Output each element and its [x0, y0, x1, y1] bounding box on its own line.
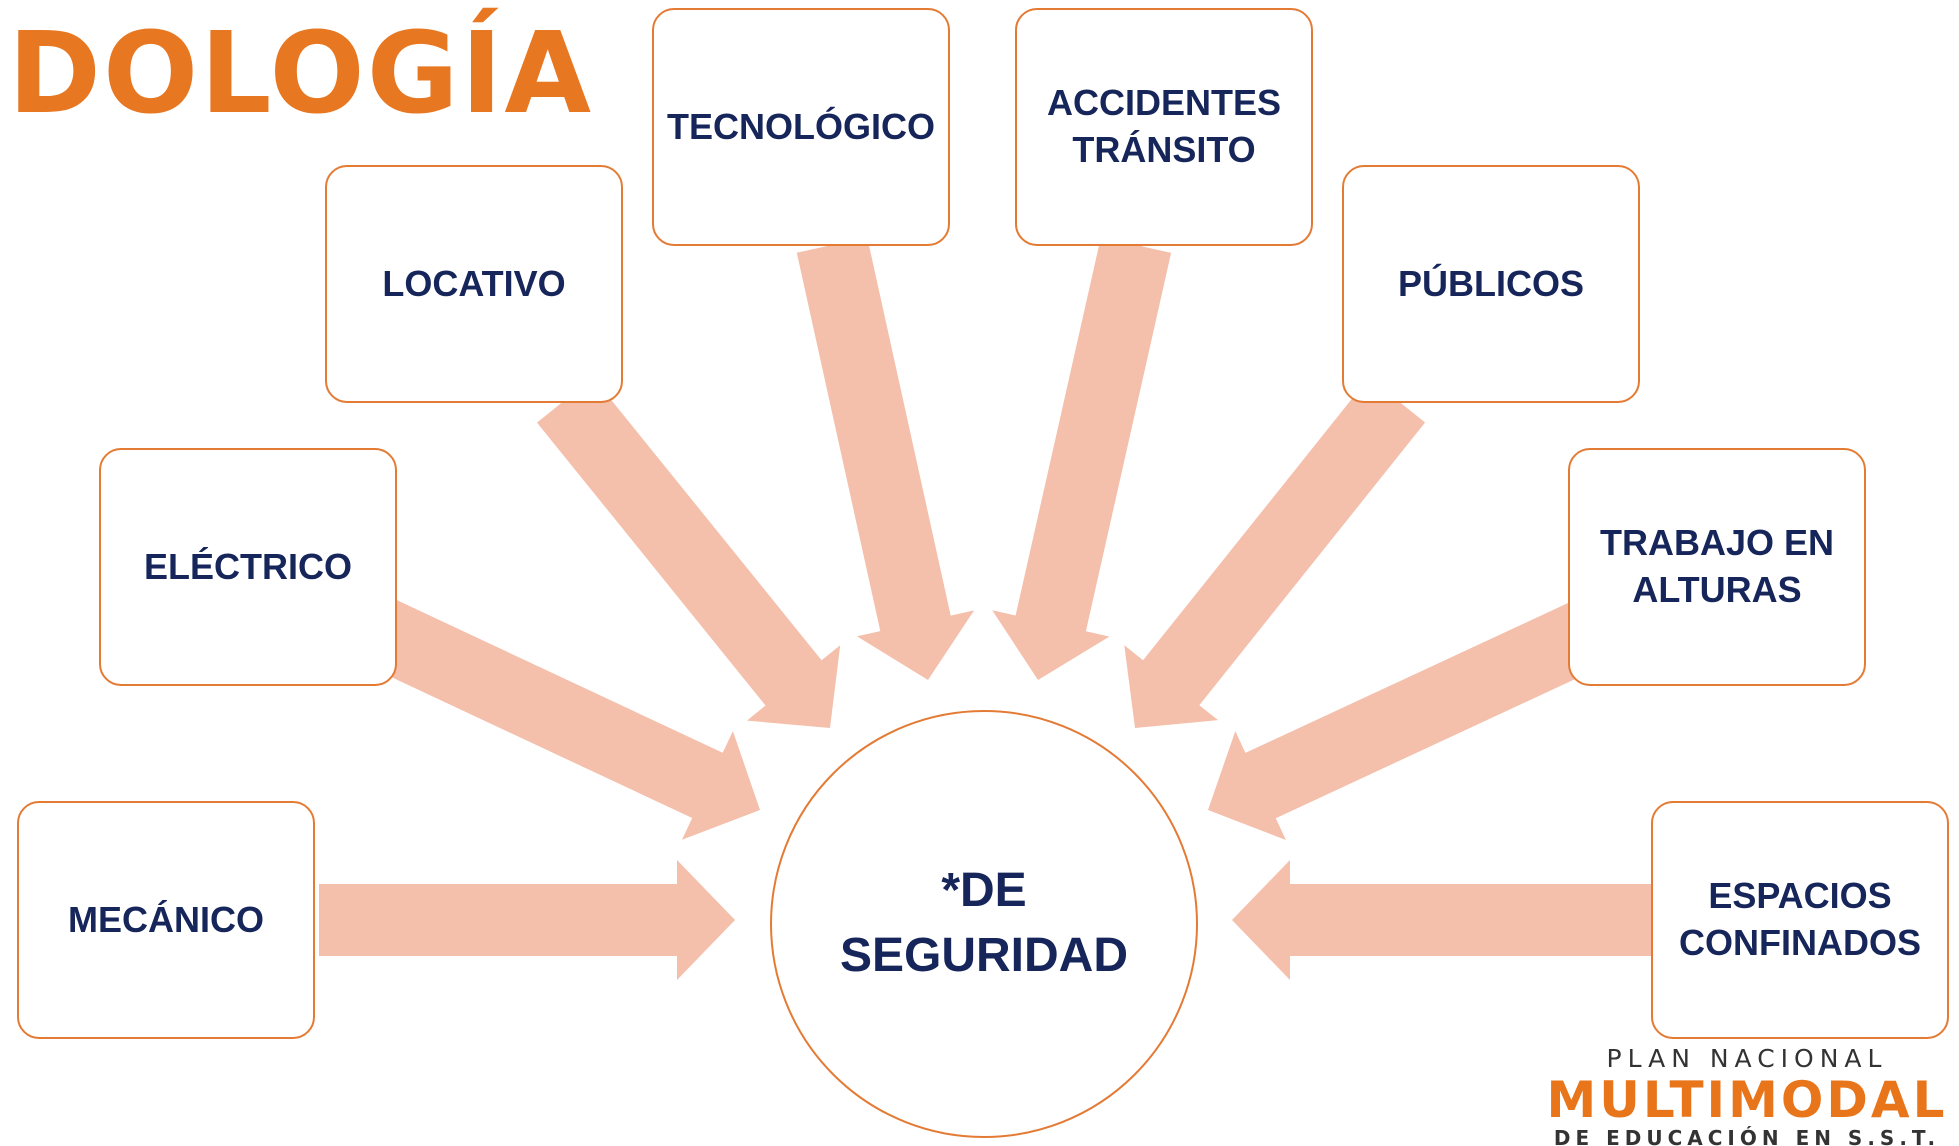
- arrow-locativo: [537, 377, 841, 728]
- box-label-espacios-confinados: ESPACIOS CONFINADOS: [1679, 875, 1921, 963]
- box-label-tecnologico: TECNOLÓGICO: [667, 105, 935, 147]
- logo-top-text: PLAN NACIONAL: [1606, 1044, 1888, 1073]
- box-locativo: LOCATIVO: [325, 165, 623, 403]
- center-circle: *DE SEGURIDAD: [770, 710, 1198, 1138]
- box-espacios-confinados: ESPACIOS CONFINADOS: [1651, 801, 1949, 1039]
- box-tecnologico: TECNOLÓGICO: [652, 8, 950, 246]
- box-accidentes-transito: ACCIDENTES TRÁNSITO: [1015, 8, 1313, 246]
- box-label-publicos: PÚBLICOS: [1397, 262, 1584, 304]
- box-trabajo-alturas: TRABAJO EN ALTURAS: [1568, 448, 1866, 686]
- box-publicos: PÚBLICOS: [1342, 165, 1640, 403]
- arrow-espacios-confinados: [1232, 860, 1652, 980]
- page-title: DOLOGÍA: [8, 9, 594, 139]
- arrow-trabajo-alturas: [1208, 599, 1607, 840]
- arrow-publicos: [1124, 377, 1426, 728]
- arrow-accidentes-transito: [992, 237, 1172, 680]
- box-electrico: ELÉCTRICO: [99, 448, 397, 686]
- arrow-mecanico: [319, 860, 735, 980]
- box-label-electrico: ELÉCTRICO: [143, 545, 352, 587]
- box-label-locativo: LOCATIVO: [382, 262, 566, 304]
- multimodal-logo: PLAN NACIONAL MULTIMODAL DE EDUCACIÓN EN…: [1535, 1044, 1959, 1146]
- box-label-accidentes-transito: ACCIDENTES TRÁNSITO: [1046, 82, 1282, 170]
- box-label-trabajo-alturas: TRABAJO EN ALTURAS: [1599, 522, 1835, 610]
- logo-main-text: MULTIMODAL: [1546, 1071, 1948, 1129]
- box-mecanico: MECÁNICO: [17, 801, 315, 1039]
- box-label-mecanico: MECÁNICO: [68, 898, 264, 940]
- logo-bottom-text: DE EDUCACIÓN EN S.S.T.: [1553, 1126, 1941, 1146]
- arrow-tecnologico: [796, 237, 975, 680]
- arrow-electrico: [364, 599, 760, 840]
- center-label: *DE SEGURIDAD: [839, 864, 1129, 982]
